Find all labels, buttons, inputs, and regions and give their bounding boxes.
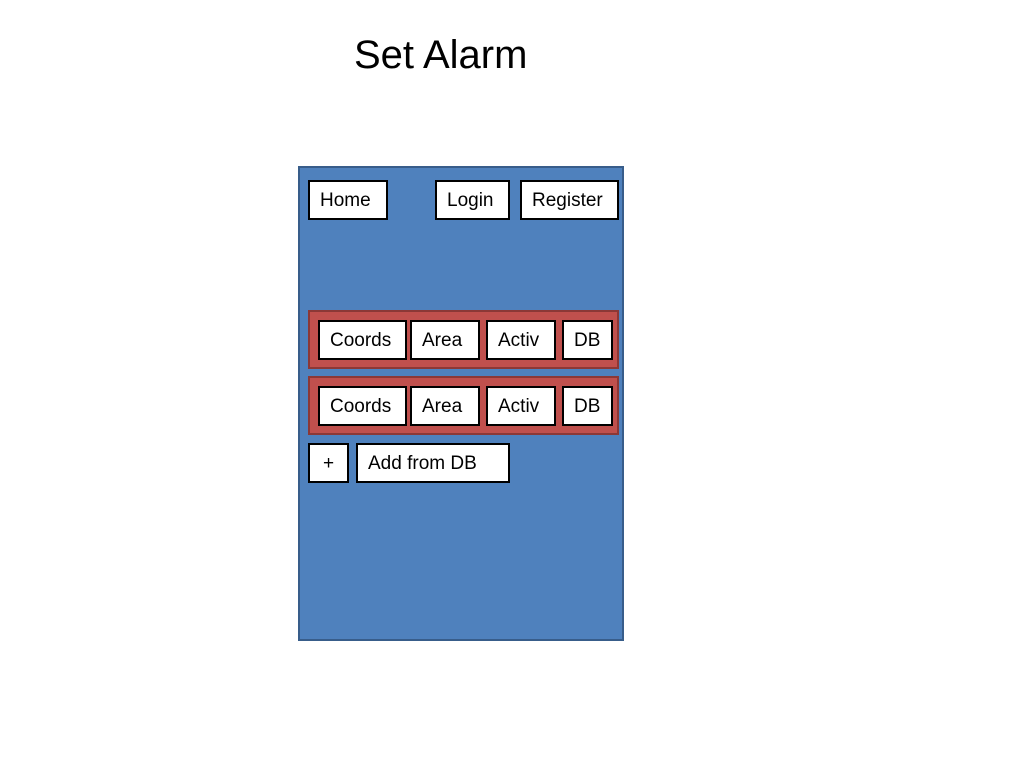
register-button[interactable]: Register: [520, 180, 619, 220]
alarm-row: Coords Area Activ DB: [308, 310, 619, 369]
area-button[interactable]: Area: [410, 386, 480, 426]
add-from-db-button[interactable]: Add from DB: [356, 443, 510, 483]
activ-button[interactable]: Activ: [486, 320, 556, 360]
add-alarm-button[interactable]: +: [308, 443, 349, 483]
activ-button[interactable]: Activ: [486, 386, 556, 426]
coords-button[interactable]: Coords: [318, 320, 407, 360]
alarm-row: Coords Area Activ DB: [308, 376, 619, 435]
db-button[interactable]: DB: [562, 320, 613, 360]
page-title: Set Alarm: [354, 33, 528, 77]
coords-button[interactable]: Coords: [318, 386, 407, 426]
login-button[interactable]: Login: [435, 180, 510, 220]
db-button[interactable]: DB: [562, 386, 613, 426]
area-button[interactable]: Area: [410, 320, 480, 360]
home-button[interactable]: Home: [308, 180, 388, 220]
phone-screen: Home Login Register Coords Area Activ DB…: [298, 166, 624, 641]
